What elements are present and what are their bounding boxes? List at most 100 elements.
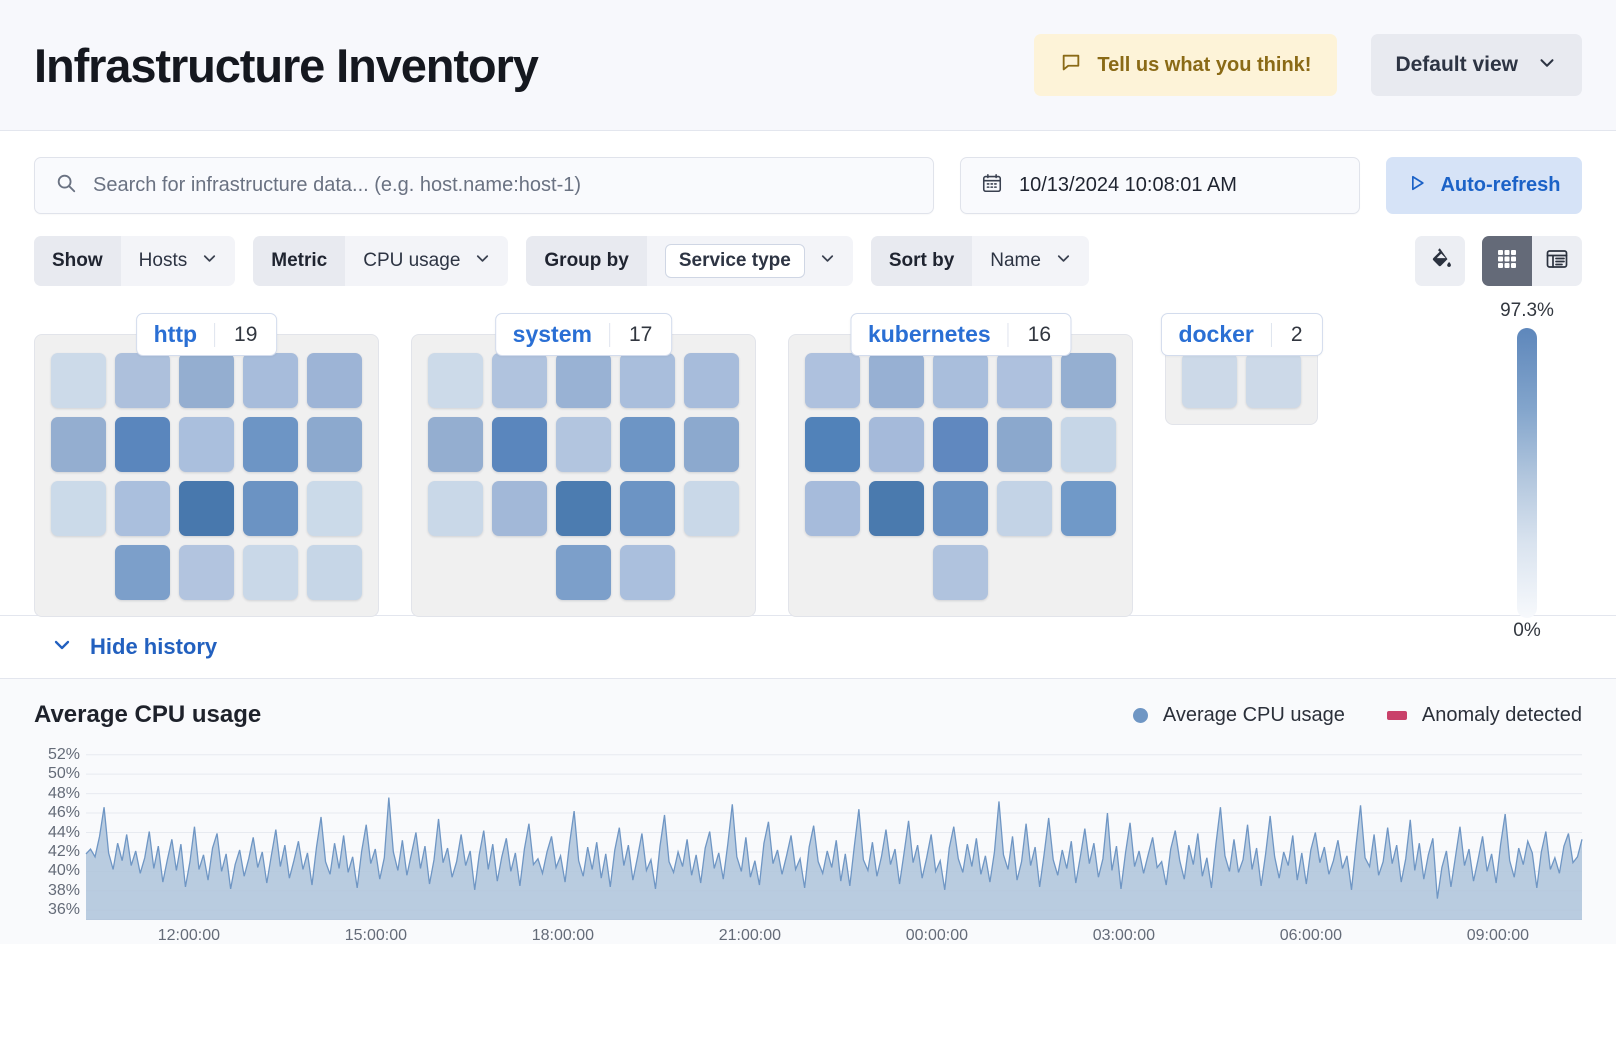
toolbar: Search for infrastructure data... (e.g. … xyxy=(0,131,1616,286)
treemap-tile-row xyxy=(805,481,1116,536)
treemap-tile[interactable] xyxy=(243,481,298,536)
group-title-kubernetes[interactable]: kubernetes 16 xyxy=(849,313,1072,356)
feedback-label: Tell us what you think! xyxy=(1097,53,1312,76)
color-fill-icon-button[interactable] xyxy=(1415,236,1465,286)
treemap-tile[interactable] xyxy=(115,545,170,600)
treemap-tile[interactable] xyxy=(51,417,106,472)
treemap-tile[interactable] xyxy=(869,481,924,536)
treemap-tile[interactable] xyxy=(684,481,739,536)
plot-area[interactable] xyxy=(86,745,1582,920)
treemap-tile[interactable] xyxy=(492,417,547,472)
treemap-tile[interactable] xyxy=(1246,353,1301,408)
treemap-tile[interactable] xyxy=(307,481,362,536)
treemap-tile[interactable] xyxy=(179,417,234,472)
group-title-system[interactable]: system 17 xyxy=(494,313,673,356)
group-body-system xyxy=(411,334,756,617)
treemap-tile-spacer xyxy=(428,545,483,600)
treemap-tile[interactable] xyxy=(933,481,988,536)
calendar-icon xyxy=(981,172,1003,199)
treemap-tile-row xyxy=(51,545,362,600)
treemap-tile[interactable] xyxy=(307,545,362,600)
treemap-tile[interactable] xyxy=(243,545,298,600)
legend-item-average-cpu-usage[interactable]: Average CPU usage xyxy=(1132,703,1345,727)
y-axis-tick-label: 42% xyxy=(47,842,80,860)
filter-show-label: Show xyxy=(34,236,121,286)
treemap-tile[interactable] xyxy=(684,353,739,408)
treemap-tile[interactable] xyxy=(51,481,106,536)
search-row: Search for infrastructure data... (e.g. … xyxy=(34,157,1582,214)
treemap-tile[interactable] xyxy=(620,545,675,600)
treemap-tile[interactable] xyxy=(620,353,675,408)
legend-max-label: 97.3% xyxy=(1500,300,1554,321)
treemap-tile[interactable] xyxy=(243,353,298,408)
treemap-tile[interactable] xyxy=(51,353,106,408)
chevron-down-icon xyxy=(50,633,74,662)
auto-refresh-button[interactable]: Auto-refresh xyxy=(1386,157,1582,214)
treemap-tile[interactable] xyxy=(997,417,1052,472)
treemap-tile[interactable] xyxy=(115,417,170,472)
treemap-tile[interactable] xyxy=(307,417,362,472)
treemap-tile[interactable] xyxy=(1182,353,1237,408)
treemap-tile-row xyxy=(1182,353,1301,408)
legend-item-anomaly-detected[interactable]: Anomaly detected xyxy=(1386,704,1582,727)
treemap-tile[interactable] xyxy=(556,417,611,472)
treemap-tile[interactable] xyxy=(428,417,483,472)
filter-metric-value[interactable]: CPU usage xyxy=(345,236,509,286)
search-input[interactable]: Search for infrastructure data... (e.g. … xyxy=(34,157,934,214)
treemap-group-docker: docker 2 xyxy=(1160,313,1323,425)
grid-view-button[interactable] xyxy=(1482,236,1532,286)
treemap-tile[interactable] xyxy=(307,353,362,408)
filter-group-by-value[interactable]: Service type xyxy=(646,236,853,286)
treemap-tile[interactable] xyxy=(1061,353,1116,408)
treemap-tile[interactable] xyxy=(428,353,483,408)
filter-sort-by-value[interactable]: Name xyxy=(972,236,1089,286)
treemap-tile[interactable] xyxy=(997,481,1052,536)
table-view-button[interactable] xyxy=(1532,236,1582,286)
treemap-tile[interactable] xyxy=(115,353,170,408)
y-axis-tick-label: 46% xyxy=(47,804,80,822)
date-picker[interactable]: 10/13/2024 10:08:01 AM xyxy=(960,157,1360,214)
treemap-tile[interactable] xyxy=(556,353,611,408)
legend-label: Average CPU usage xyxy=(1162,703,1345,726)
grid-view-icon xyxy=(1495,247,1519,276)
treemap-tile[interactable] xyxy=(933,417,988,472)
legend-min-label: 0% xyxy=(1513,620,1541,641)
treemap-tile[interactable] xyxy=(179,353,234,408)
treemap-tile[interactable] xyxy=(933,545,988,600)
filter-sort-by-value-text: Name xyxy=(990,250,1041,271)
hide-history-toggle[interactable]: Hide history xyxy=(0,616,1616,679)
treemap-tile[interactable] xyxy=(115,481,170,536)
feedback-button[interactable]: Tell us what you think! xyxy=(1034,34,1338,96)
chevron-down-icon xyxy=(473,249,492,274)
treemap-tile[interactable] xyxy=(869,417,924,472)
treemap-tile[interactable] xyxy=(805,481,860,536)
treemap-tile[interactable] xyxy=(620,481,675,536)
treemap-tile[interactable] xyxy=(179,481,234,536)
treemap-tile[interactable] xyxy=(428,481,483,536)
treemap-tile[interactable] xyxy=(179,545,234,600)
treemap-tile[interactable] xyxy=(684,417,739,472)
filter-show-value[interactable]: Hosts xyxy=(120,236,236,286)
treemap-tile[interactable] xyxy=(492,481,547,536)
treemap-tile[interactable] xyxy=(620,417,675,472)
treemap-tile[interactable] xyxy=(1061,417,1116,472)
treemap-tile[interactable] xyxy=(492,353,547,408)
treemap-tile[interactable] xyxy=(933,353,988,408)
treemap-tile-row xyxy=(805,417,1116,472)
treemap-tile[interactable] xyxy=(805,353,860,408)
chart-title: Average CPU usage xyxy=(34,701,262,728)
group-count: 2 xyxy=(1270,322,1322,347)
treemap-tile[interactable] xyxy=(997,353,1052,408)
search-icon xyxy=(55,172,77,199)
chart-legend: Average CPU usage Anomaly detected xyxy=(1132,703,1582,727)
treemap-tile[interactable] xyxy=(1061,481,1116,536)
treemap-tile[interactable] xyxy=(805,417,860,472)
group-title-http[interactable]: http 19 xyxy=(135,313,278,356)
treemap-tile[interactable] xyxy=(556,545,611,600)
treemap-tile[interactable] xyxy=(243,417,298,472)
group-title-docker[interactable]: docker 2 xyxy=(1160,313,1323,356)
view-selector-button[interactable]: Default view xyxy=(1371,34,1582,96)
y-axis-tick-label: 38% xyxy=(47,881,80,899)
treemap-tile[interactable] xyxy=(556,481,611,536)
treemap-tile[interactable] xyxy=(869,353,924,408)
